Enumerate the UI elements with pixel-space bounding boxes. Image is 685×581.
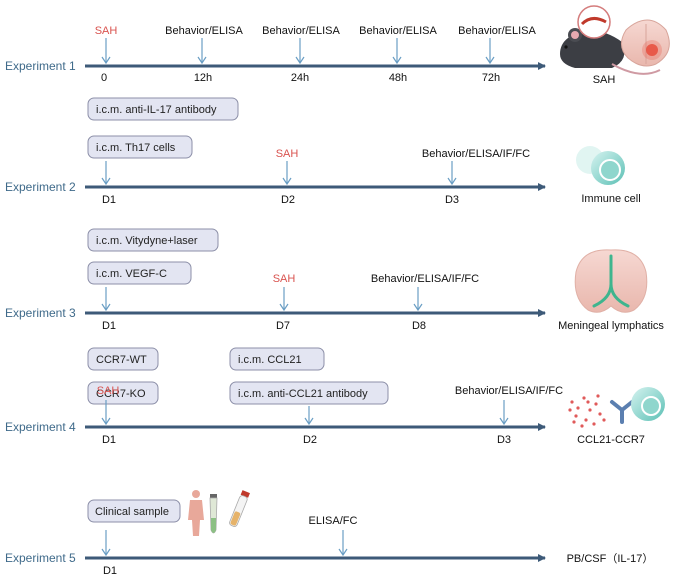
- brain-lymphatics-icon: [574, 249, 648, 313]
- event-label-sah: SAH: [276, 148, 299, 160]
- tick-label: 0: [101, 72, 107, 84]
- event-arrow-head: [101, 417, 111, 426]
- treatment-box-label: i.c.m. Vitydyne+laser: [96, 235, 198, 247]
- tick-label: D7: [276, 320, 290, 332]
- treatment-box-label: CCR7-KO: [96, 388, 146, 400]
- treatment-box: [87, 347, 159, 371]
- tick-label: D2: [281, 194, 295, 206]
- immune-cell-icon: [576, 146, 625, 185]
- icon-label: Immune cell: [581, 193, 640, 205]
- experiment-4: CCR7-WT CCR7-KO i.c.m. CCL21 i.c.m. anti…: [5, 347, 665, 446]
- event-arrow-head: [413, 303, 423, 312]
- event-label: Behavior/ELISA/IF/FC: [371, 273, 479, 285]
- event-arrow-head: [485, 56, 495, 65]
- tick-label: 72h: [482, 72, 500, 84]
- experiment-label: Experiment 1: [5, 59, 76, 73]
- icon-label: PB/CSF（IL-17）: [567, 552, 654, 565]
- treatment-box: [87, 228, 219, 252]
- treatment-box-label: i.c.m. anti-IL-17 antibody: [96, 104, 217, 116]
- event-label-sah: SAH: [273, 273, 296, 285]
- experiment-2: i.c.m. anti-IL-17 antibody i.c.m. Th17 c…: [5, 97, 641, 206]
- ccl21-ccr7-icon: [568, 387, 665, 428]
- experiment-label: Experiment 4: [5, 420, 76, 434]
- event-label: Behavior/ELISA: [262, 25, 340, 37]
- tick-label: 48h: [389, 72, 407, 84]
- tick-label: 24h: [291, 72, 309, 84]
- treatment-box: [87, 97, 239, 121]
- experiment-label: Experiment 5: [5, 551, 76, 565]
- event-arrow-head: [295, 56, 305, 65]
- event-arrow-head: [197, 56, 207, 65]
- tick-label: D1: [102, 320, 116, 332]
- tick-label: D1: [103, 565, 117, 577]
- event-label: Behavior/ELISA: [359, 25, 437, 37]
- event-arrow-head: [338, 548, 348, 557]
- tick-label: D1: [102, 434, 116, 446]
- event-arrow-head: [499, 417, 509, 426]
- event-arrow-head: [447, 177, 457, 186]
- event-arrow-head: [101, 548, 111, 557]
- experiment-3: i.c.m. Vitydyne+laser i.c.m. VEGF-C Expe…: [5, 228, 664, 332]
- event-arrow-head: [101, 303, 111, 312]
- treatment-box-label: CCR7-WT: [96, 354, 147, 366]
- clinical-sample-icon: [188, 490, 250, 536]
- tick-label: D3: [445, 194, 459, 206]
- treatment-box: [229, 381, 389, 405]
- icon-label: Meningeal lymphatics: [558, 320, 664, 332]
- event-arrow-head: [101, 56, 111, 65]
- treatment-box-label: i.c.m. VEGF-C: [96, 268, 167, 280]
- treatment-box: [87, 261, 192, 285]
- event-arrow-head: [101, 177, 111, 186]
- event-label: Behavior/ELISA: [165, 25, 243, 37]
- treatment-box: [229, 347, 325, 371]
- experiment-label: Experiment 3: [5, 306, 76, 320]
- treatment-box: [87, 499, 181, 523]
- mouse-brain-icon: [560, 5, 670, 75]
- tick-label: D8: [412, 320, 426, 332]
- treatment-box: [87, 135, 193, 159]
- icon-label: SAH: [593, 74, 616, 86]
- tick-label: D2: [303, 434, 317, 446]
- experiment-5: Clinical sample Experiment 5 ELISA/FC D1…: [5, 490, 653, 577]
- tick-label: D1: [102, 194, 116, 206]
- event-arrow-head: [392, 56, 402, 65]
- experiment-label: Experiment 2: [5, 180, 76, 194]
- treatment-box: [87, 381, 159, 405]
- experiment-1: Experiment 1 SAH Behavior/ELISA Behavior…: [5, 5, 670, 86]
- event-arrow-head: [282, 177, 292, 186]
- tick-label: D3: [497, 434, 511, 446]
- event-label: Behavior/ELISA/IF/FC: [422, 148, 530, 160]
- icon-label: CCL21-CCR7: [577, 434, 645, 446]
- event-label: Behavior/ELISA/IF/FC: [455, 385, 563, 397]
- event-label: ELISA/FC: [309, 515, 358, 527]
- treatment-box-label: i.c.m. Th17 cells: [96, 142, 176, 154]
- event-label: Behavior/ELISA: [458, 25, 536, 37]
- event-arrow-head: [304, 417, 314, 426]
- treatment-box-label: i.c.m. CCL21: [238, 354, 302, 366]
- event-label-sah: SAH: [95, 25, 118, 37]
- treatment-box-label: i.c.m. anti-CCL21 antibody: [238, 388, 368, 400]
- event-label-sah: SAH: [97, 385, 120, 397]
- event-arrow-head: [279, 303, 289, 312]
- treatment-box-label: Clinical sample: [95, 506, 169, 518]
- tick-label: 12h: [194, 72, 212, 84]
